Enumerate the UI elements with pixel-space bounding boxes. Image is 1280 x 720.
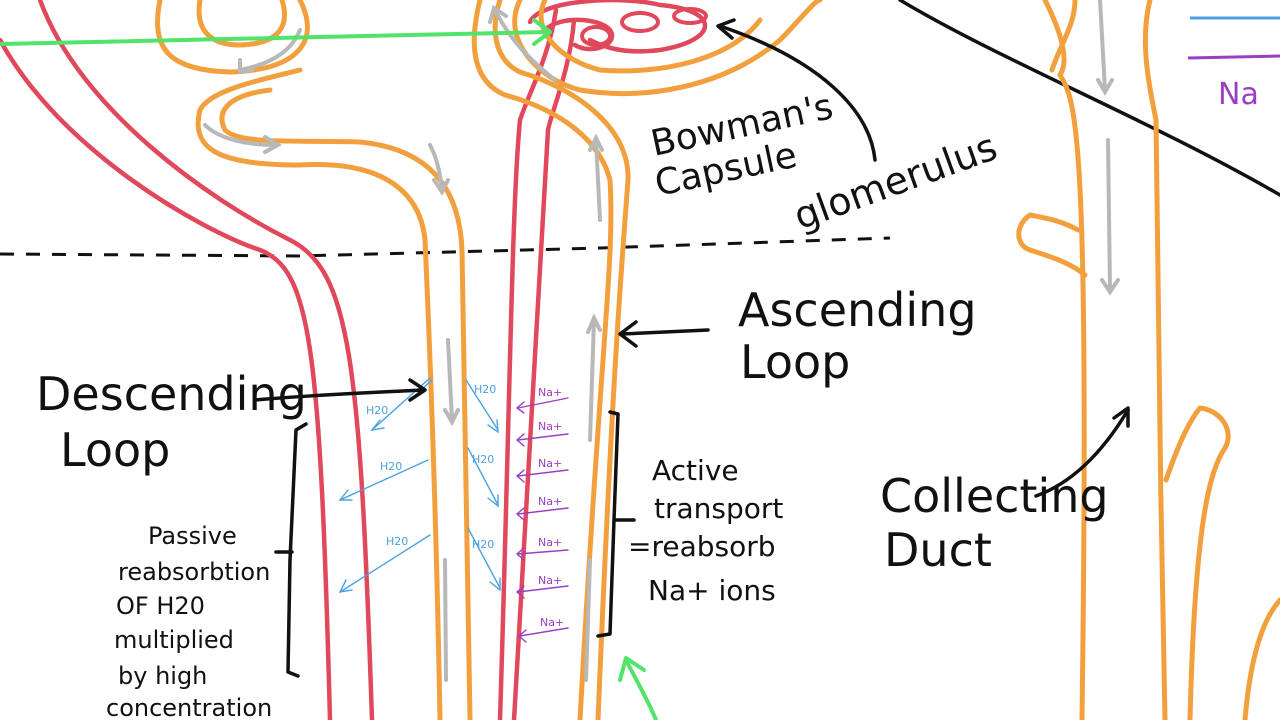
na-tag-6: Na+ bbox=[538, 574, 562, 587]
cortex-medulla-boundary bbox=[0, 236, 891, 258]
descending-label-line1: Descending bbox=[36, 367, 307, 421]
na-tag-5: Na+ bbox=[538, 536, 562, 549]
vasa-recta-central bbox=[497, 7, 577, 720]
h2o-tag-6: H20 bbox=[472, 538, 494, 551]
h2o-tag-1: H20 bbox=[366, 404, 388, 417]
sodium-transport-arrows: Na+ Na+ Na+ Na+ Na+ Na+ Na+ bbox=[515, 386, 569, 643]
collecting-duct bbox=[1016, 0, 1280, 720]
highlight-arrows bbox=[0, 18, 658, 720]
h2o-tag-3: H20 bbox=[386, 535, 408, 548]
ascending-label-line1: Ascending bbox=[738, 283, 977, 337]
glomerulus-shape bbox=[527, 0, 708, 54]
h2o-tag-5: H20 bbox=[472, 453, 494, 466]
labels: Bowman's Capsule glomerulus Ascending Lo… bbox=[36, 86, 1109, 720]
na-tag-2: Na+ bbox=[538, 420, 562, 433]
active-line-2: transport bbox=[654, 492, 783, 525]
peritubular-capillary-left bbox=[0, 0, 375, 720]
na-tag-3: Na+ bbox=[538, 457, 562, 470]
h2o-tag-4: H20 bbox=[474, 383, 496, 396]
passive-line-1: Passive bbox=[148, 522, 237, 550]
active-line-1: Active bbox=[652, 454, 739, 487]
glomerulus-label: glomerulus bbox=[788, 124, 1003, 238]
passive-line-5: by high bbox=[118, 662, 207, 690]
passive-line-4: multiplied bbox=[114, 626, 234, 654]
legend: Na bbox=[1187, 16, 1280, 112]
legend-sodium-label: Na bbox=[1218, 77, 1259, 112]
flow-arrows bbox=[203, 0, 1120, 682]
active-line-3: =reabsorb bbox=[628, 530, 776, 563]
passive-line-6: concentration bbox=[106, 694, 272, 720]
na-tag-1: Na+ bbox=[538, 386, 562, 399]
h2o-tag-2: H20 bbox=[380, 460, 402, 473]
passive-line-2: reabsorbtion bbox=[118, 558, 270, 586]
active-line-4: Na+ ions bbox=[648, 574, 776, 607]
descending-label-line2: Loop bbox=[60, 423, 170, 477]
collecting-label-line2: Duct bbox=[884, 523, 992, 577]
na-tag-7: Na+ bbox=[540, 616, 564, 629]
collecting-label-line1: Collecting bbox=[880, 469, 1109, 523]
pointer-line-top-right bbox=[898, 0, 1280, 197]
annotation-arrows bbox=[253, 18, 1130, 678]
passive-line-3: OF H20 bbox=[116, 592, 205, 620]
renal-tubule bbox=[155, 0, 823, 720]
ascending-label-line2: Loop bbox=[740, 335, 850, 389]
na-tag-4: Na+ bbox=[538, 495, 562, 508]
legend-sodium-line bbox=[1187, 54, 1280, 60]
